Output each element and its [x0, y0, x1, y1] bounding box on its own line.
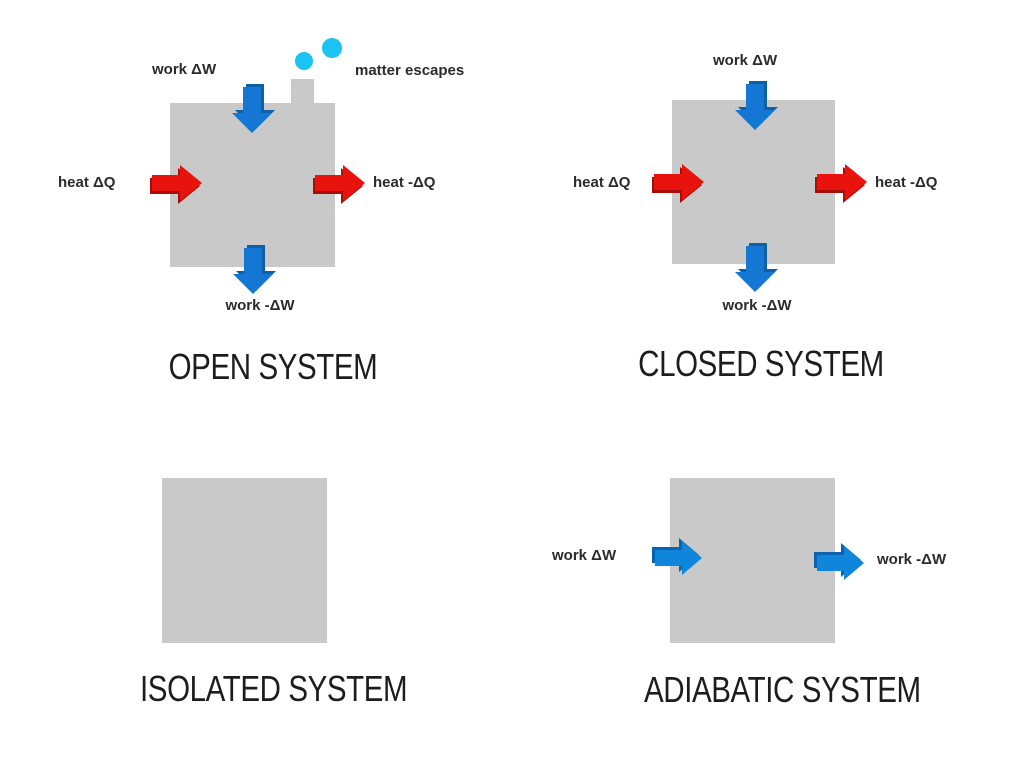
right-arrow-icon	[652, 538, 702, 575]
down-arrow-icon	[232, 84, 275, 133]
isolated-system-title: ISOLATED SYSTEM	[140, 668, 408, 709]
open-heat-out-label: heat -ΔQ	[373, 174, 436, 191]
closed-work-out-label: work -ΔW	[722, 297, 792, 314]
right-arrow-icon	[814, 543, 864, 580]
right-arrow-icon	[150, 165, 202, 204]
right-arrow-icon	[815, 164, 867, 203]
matter-particle-dot	[295, 52, 313, 70]
closed-system-title: CLOSED SYSTEM	[638, 343, 884, 384]
open-work-in-label: work ΔW	[152, 61, 217, 78]
open-system-title: OPEN SYSTEM	[168, 346, 378, 387]
right-arrow-icon	[313, 165, 365, 204]
down-arrow-icon	[735, 81, 778, 130]
adiabatic-work-out-label: work -ΔW	[877, 551, 947, 568]
matter-particle-dot	[322, 38, 342, 58]
closed-heat-out-label: heat -ΔQ	[875, 174, 938, 191]
down-arrow-icon	[233, 245, 276, 294]
right-arrow-icon	[652, 164, 704, 203]
adiabatic-system-title: ADIABATIC SYSTEM	[644, 669, 921, 710]
adiabatic-work-in-label: work ΔW	[552, 547, 617, 564]
open-work-out-label: work -ΔW	[225, 297, 295, 314]
open-system-chimney	[291, 79, 314, 105]
closed-heat-in-label: heat ΔQ	[573, 174, 631, 191]
down-arrow-icon	[735, 243, 778, 292]
open-heat-in-label: heat ΔQ	[58, 174, 116, 191]
isolated-system-box	[162, 478, 327, 643]
open-matter-escapes-label: matter escapes	[355, 62, 465, 79]
closed-work-in-label: work ΔW	[713, 52, 778, 69]
